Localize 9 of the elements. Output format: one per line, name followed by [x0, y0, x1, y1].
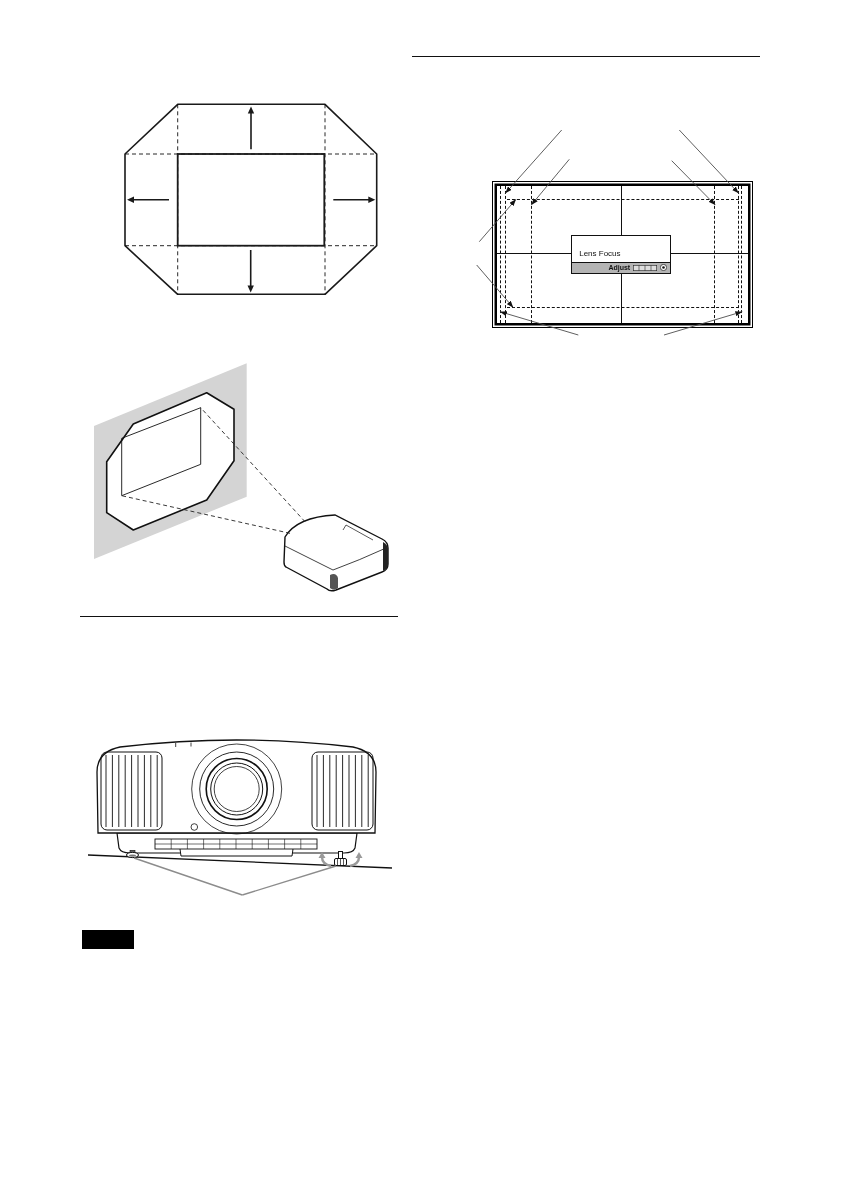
projection-line [121, 495, 291, 534]
leader-line [133, 857, 243, 896]
projection-line [200, 407, 306, 523]
adjuster-foot [333, 851, 348, 866]
projector-drawing [283, 513, 389, 593]
front-foot [126, 850, 139, 858]
osd-dialog [571, 234, 672, 274]
leader-line [241, 865, 337, 896]
osd-title: Lens Focus [579, 248, 621, 258]
